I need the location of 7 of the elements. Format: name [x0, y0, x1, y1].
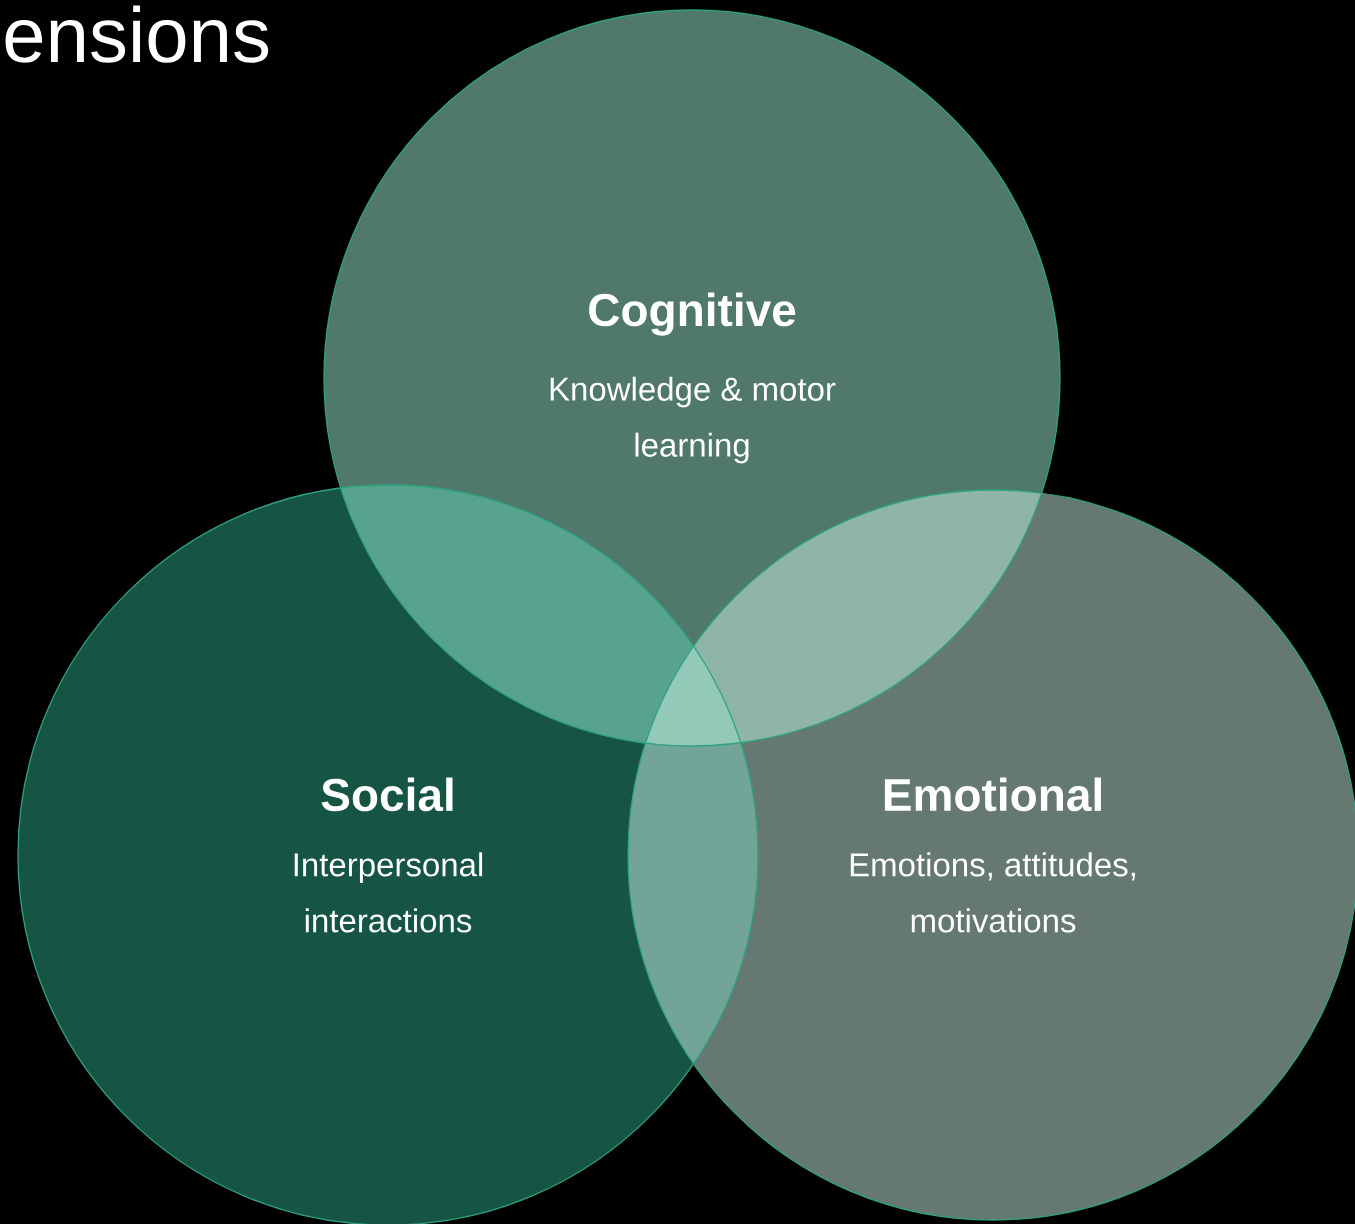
circle-heading: Emotional — [884, 777, 1101, 812]
circle-heading: Cognitive — [589, 292, 796, 336]
circle-description: Interpersonal interactions — [294, 852, 483, 933]
circle-heading: Social — [321, 777, 453, 812]
circle-description: Emotions, attitudes, motivations — [850, 852, 1135, 933]
venn-circle — [323, 9, 1061, 747]
circle-description: Knowledge & motor learning — [550, 376, 836, 464]
